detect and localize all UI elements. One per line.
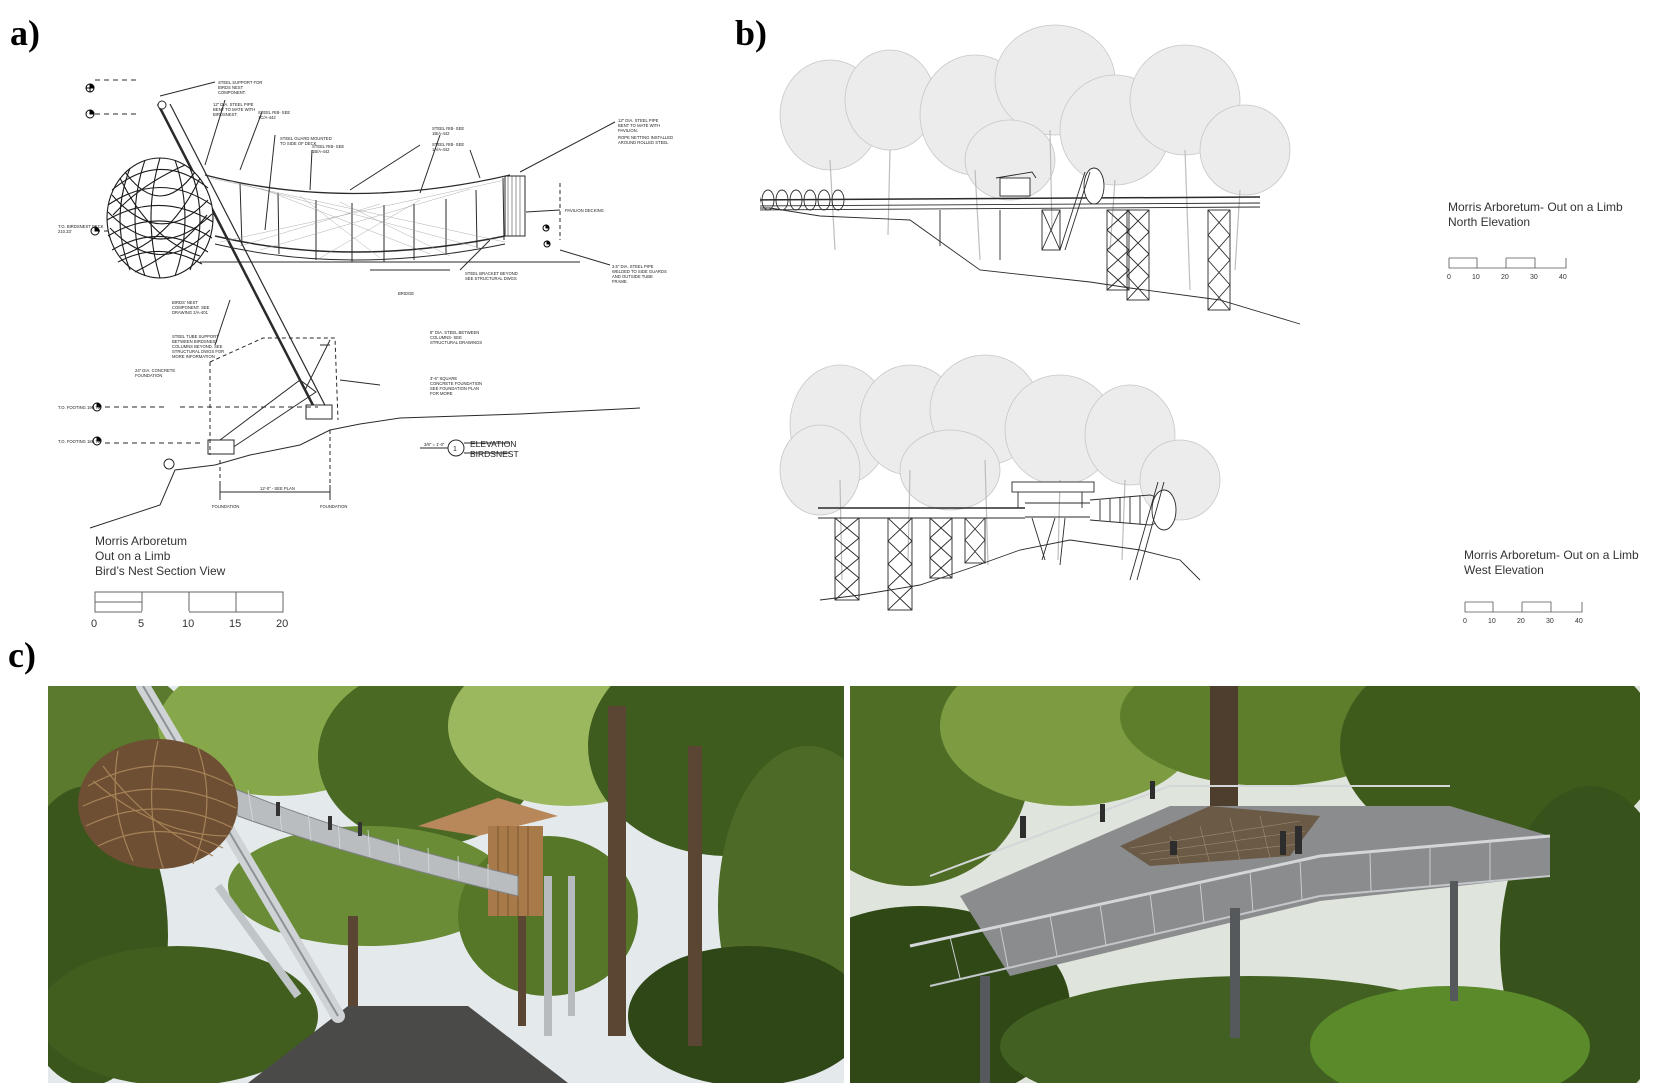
west-tower-1 xyxy=(834,517,860,601)
north-tower-1 xyxy=(1041,209,1061,251)
west-elevation-caption: Morris Arboretum- Out on a Limb West Ele… xyxy=(1464,548,1639,578)
level-target-markers xyxy=(85,83,551,446)
svg-text:15: 15 xyxy=(229,618,241,630)
north-tower-2 xyxy=(1106,209,1130,291)
elevation-drawings xyxy=(760,24,1301,611)
north-spring-coil xyxy=(760,189,845,211)
svg-text:PAVILION DECKING: PAVILION DECKING xyxy=(565,208,604,213)
svg-text:40: 40 xyxy=(1559,274,1567,281)
foundation-left xyxy=(207,439,235,455)
svg-text:30: 30 xyxy=(1546,618,1554,625)
panel-a-caption: Morris Arboretum Out on a Limb Bird’s Ne… xyxy=(95,534,225,579)
svg-text:5: 5 xyxy=(138,618,144,630)
north-scale-bar: 0 10 20 30 40 xyxy=(1447,257,1567,281)
birds-nest-sculpture xyxy=(106,157,214,279)
caption-line: Morris Arboretum xyxy=(95,534,188,548)
west-tree-canopy xyxy=(779,354,1221,521)
north-pavilion xyxy=(999,177,1031,197)
west-tower-3 xyxy=(929,517,953,579)
west-elevation xyxy=(779,354,1221,611)
north-elevation xyxy=(760,24,1301,325)
west-pavilion xyxy=(1011,481,1095,493)
panel-label-a: a) xyxy=(10,13,40,53)
main-diagonal-support xyxy=(156,103,320,416)
svg-text:BRIDGE: BRIDGE xyxy=(398,291,414,296)
north-nest xyxy=(1083,167,1105,205)
west-tower-4 xyxy=(964,517,986,564)
north-tower-3 xyxy=(1126,209,1150,301)
panel-label-b: b) xyxy=(735,13,768,53)
north-tree-canopy xyxy=(779,24,1291,201)
panel-label-c: c) xyxy=(8,635,36,675)
svg-text:20: 20 xyxy=(1517,618,1525,625)
svg-text:12'-0" - SEE PLAN: 12'-0" - SEE PLAN xyxy=(260,486,295,491)
north-tower-4 xyxy=(1207,209,1231,311)
elevation-subtitle: BIRDSNEST xyxy=(470,449,519,459)
caption-line: Morris Arboretum- Out on a Limb xyxy=(1448,200,1623,214)
svg-text:0: 0 xyxy=(1447,274,1451,281)
caption-line: Morris Arboretum- Out on a Limb xyxy=(1464,548,1639,562)
north-elevation-caption: Morris Arboretum- Out on a Limb North El… xyxy=(1448,200,1623,230)
west-tower-2 xyxy=(887,517,913,611)
west-nest xyxy=(1151,489,1177,531)
svg-text:0: 0 xyxy=(91,618,97,630)
paved-path xyxy=(248,1006,568,1083)
svg-text:30: 30 xyxy=(1530,274,1538,281)
caption-line: Out on a Limb xyxy=(95,549,171,563)
caption-line: West Elevation xyxy=(1464,563,1544,577)
ground-line xyxy=(89,407,641,529)
west-scale-bar: 0 10 20 30 40 xyxy=(1463,601,1583,625)
caption-line: North Elevation xyxy=(1448,215,1531,229)
photo-canopy-deck-net xyxy=(850,686,1640,1083)
svg-text:3/8" = 1'-0": 3/8" = 1'-0" xyxy=(424,442,445,447)
svg-text:T.O. FOOTING 190.75': T.O. FOOTING 190.75' xyxy=(58,405,101,410)
back-railing xyxy=(929,785,1450,877)
birds-nest-photo xyxy=(78,739,238,869)
elevation-title: ELEVATION xyxy=(470,439,516,449)
elevation-number: 1 xyxy=(453,446,457,453)
svg-text:10: 10 xyxy=(1472,274,1480,281)
svg-text:0: 0 xyxy=(1463,618,1467,625)
north-deck xyxy=(760,196,1261,201)
foliage xyxy=(48,686,844,1083)
scale-a-labels: 0 5 10 15 20 xyxy=(91,618,288,630)
photo-birdsnest-walkway xyxy=(48,686,844,1083)
svg-text:40: 40 xyxy=(1575,618,1583,625)
front-railing xyxy=(909,834,1551,948)
svg-text:10: 10 xyxy=(1488,618,1496,625)
caption-line: Bird’s Nest Section View xyxy=(95,564,226,578)
pavilion-end xyxy=(504,175,526,237)
svg-text:FOUNDATION: FOUNDATION xyxy=(212,504,239,509)
diagonal-brace xyxy=(219,379,317,449)
svg-text:20: 20 xyxy=(276,618,288,630)
walkway-bridge xyxy=(227,785,519,897)
foundation-right xyxy=(305,404,333,420)
svg-text:FOUNDATION: FOUNDATION xyxy=(320,504,347,509)
svg-text:20: 20 xyxy=(1501,274,1509,281)
visitors xyxy=(1020,781,1302,855)
svg-text:10: 10 xyxy=(182,618,194,630)
bridge-deck xyxy=(214,235,506,253)
svg-text:T.O. FOOTING 186.75': T.O. FOOTING 186.75' xyxy=(58,439,101,444)
bridge-top-rail xyxy=(204,174,511,195)
